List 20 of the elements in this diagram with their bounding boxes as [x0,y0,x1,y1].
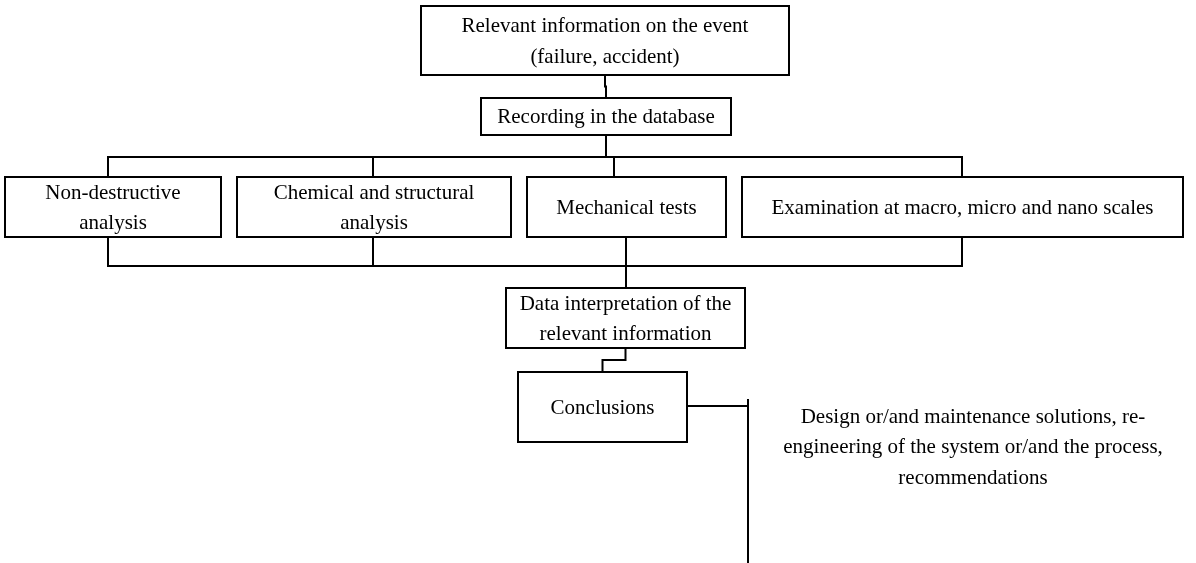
box-text: Design or/and maintenance solutions, re-engineering of the system or/and the process, recommendations [782,403,1164,491]
box-text: Relevant information on the event (failure, accident) [460,12,750,70]
connector-line [601,348,627,372]
process-box [236,176,512,238]
connector-line [604,75,607,98]
process-box [480,97,732,136]
box-text: Data interpretation of the relevant information [518,289,733,347]
box-text: Mechanical tests [556,193,697,221]
box-text: Examination at macro, micro and nano scales [771,193,1154,221]
process-box [517,371,688,443]
box-text: Non-destructive analysis [44,178,182,236]
process-box [505,287,746,349]
process-box [741,176,1184,238]
connector-line [687,405,748,407]
box-text: Recording in the database [497,103,715,131]
box-text: Chemical and structural analysis [272,178,476,236]
process-box [526,176,727,238]
box-text: Conclusions [550,393,655,421]
process-box [4,176,222,238]
process-box [420,5,790,76]
